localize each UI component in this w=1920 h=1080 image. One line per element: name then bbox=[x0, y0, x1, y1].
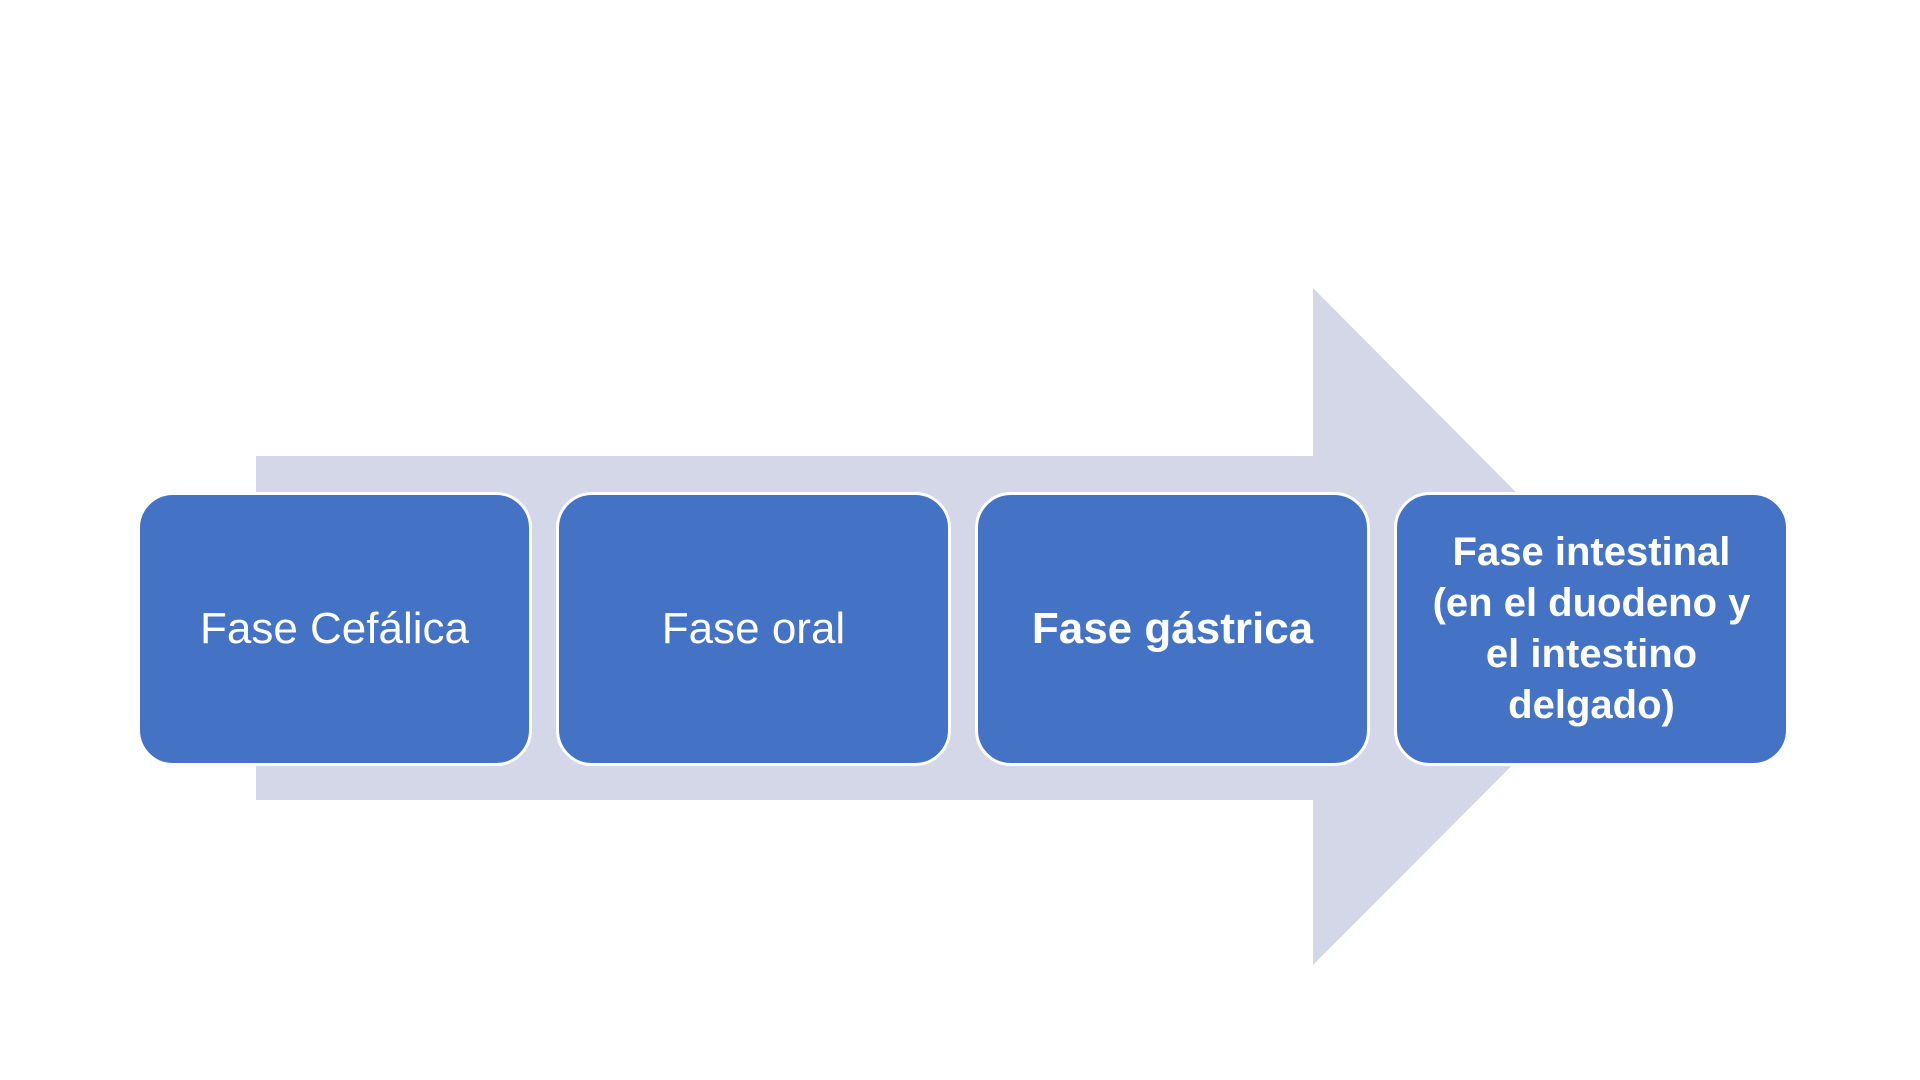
phase-label-oral: Fase oral bbox=[661, 603, 846, 653]
right-arrow-polygon bbox=[256, 288, 1650, 965]
phase-box-oral: Fase oral bbox=[556, 492, 951, 766]
phase-box-cefalica: Fase Cefálica bbox=[137, 492, 532, 766]
phase-label-gastrica: Fase gástrica bbox=[1031, 603, 1314, 653]
phase-box-intestinal: Fase intestinal (en el duodeno y el inte… bbox=[1394, 492, 1789, 766]
phase-label-cefalica: Fase Cefálica bbox=[199, 603, 469, 653]
phase-label-intestinal: Fase intestinal (en el duodeno y el inte… bbox=[1432, 530, 1751, 727]
phase-box-gastrica: Fase gástrica bbox=[975, 492, 1370, 766]
